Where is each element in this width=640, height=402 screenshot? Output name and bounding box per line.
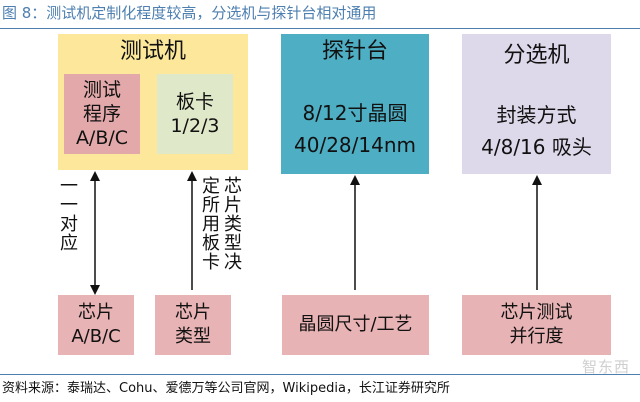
- figure-title: 图 8：测试机定制化程度较高，分选机与探针台相对通用: [2, 4, 377, 22]
- prober-box: 探针台 8/12寸晶圆 40/28/14nm: [281, 34, 429, 174]
- chip-test-box: 芯片测试 并行度: [462, 295, 611, 355]
- chip-abc-line2: A/B/C: [71, 326, 121, 347]
- chip-abc-box: 芯片 A/B/C: [58, 295, 134, 355]
- source-note: 资料来源：泰瑞达、Cohu、爱德万等公司官网，Wikipedia，长江证券研究所: [2, 381, 450, 396]
- chip-test-line2: 并行度: [509, 326, 564, 347]
- handler-title: 分选机: [503, 43, 570, 68]
- board-line2: 1/2/3: [170, 115, 220, 137]
- chip-type-decides-label: 芯片类型决定所用板卡: [199, 176, 242, 271]
- handler-box: 分选机 封装方式 4/8/16 吸头: [462, 34, 611, 174]
- wafer-line1: 晶圆尺寸/工艺: [298, 314, 413, 335]
- handler-line1: 封装方式: [496, 103, 577, 127]
- board-box: 板卡 1/2/3: [157, 74, 233, 154]
- prober-line1: 8/12寸晶圆: [302, 101, 408, 125]
- test-program-line3: A/B/C: [75, 127, 129, 149]
- prober-title: 探针台: [321, 39, 388, 64]
- prober-line2: 40/28/14nm: [294, 133, 416, 157]
- test-program-line2: 程序: [82, 103, 121, 125]
- one-to-one-label: 一一对应: [57, 176, 78, 252]
- chip-type-line2: 类型: [175, 326, 211, 347]
- watermark-logo: 智东西: [581, 358, 630, 376]
- source-divider: [0, 374, 640, 375]
- board-line1: 板卡: [175, 91, 214, 113]
- chip-type-box: 芯片 类型: [155, 295, 231, 355]
- chip-abc-line1: 芯片: [78, 302, 114, 323]
- wafer-box: 晶圆尺寸/工艺: [282, 295, 429, 355]
- handler-line2: 4/8/16 吸头: [481, 135, 592, 159]
- chip-test-line1: 芯片测试: [500, 302, 573, 323]
- tester-box: 测试机 测试 程序 A/B/C 板卡 1/2/3: [58, 34, 248, 170]
- tester-title: 测试机: [119, 39, 186, 64]
- test-program-line1: 测试: [82, 79, 121, 101]
- chip-type-line1: 芯片: [175, 302, 211, 323]
- test-program-box: 测试 程序 A/B/C: [64, 74, 140, 154]
- title-divider: [0, 28, 640, 29]
